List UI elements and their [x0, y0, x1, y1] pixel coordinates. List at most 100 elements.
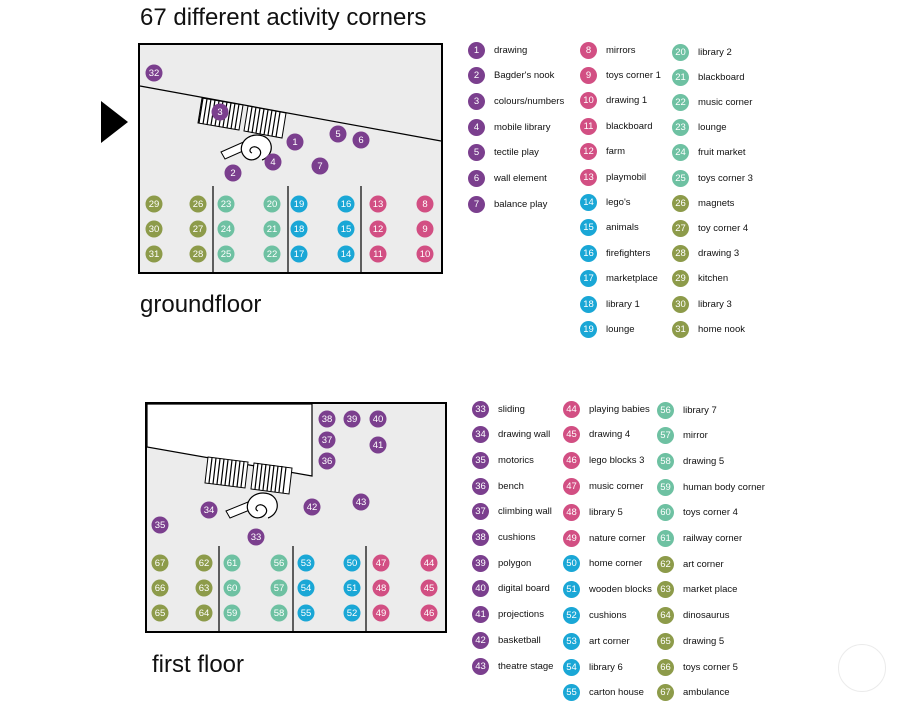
legend-label: nature corner [589, 532, 646, 544]
svg-text:60: 60 [227, 583, 238, 594]
corner-marker-13: 13 [369, 195, 387, 213]
svg-text:41: 41 [373, 440, 384, 451]
legend-number-badge: 63 [657, 581, 674, 599]
legend-number-badge: 19 [580, 320, 597, 338]
corner-marker-34: 34 [200, 501, 218, 519]
legend-number-badge: 2 [468, 67, 485, 85]
corner-marker-63: 63 [195, 579, 213, 597]
legend-label: playmobil [606, 171, 647, 183]
legend-number-badge: 40 [472, 580, 489, 598]
legend-number-badge: 44 [563, 400, 580, 418]
svg-text:26: 26 [193, 199, 204, 210]
corner-marker-26: 26 [189, 195, 207, 213]
svg-text:24: 24 [221, 224, 232, 235]
legend-number-badge: 55 [563, 684, 580, 702]
svg-text:12: 12 [373, 224, 384, 235]
legend-label: library 6 [589, 661, 623, 673]
corner-marker-51: 51 [343, 579, 361, 597]
svg-text:47: 47 [376, 558, 387, 569]
corner-marker-60: 60 [223, 579, 241, 597]
legend-number-badge: 65 [657, 632, 674, 650]
legend-number-badge: 15 [580, 219, 597, 237]
legend-number-badge: 25 [672, 169, 689, 187]
legend-number-badge: 43 [472, 657, 489, 675]
legend-number-badge: 59 [657, 478, 674, 496]
legend-label: art corner [683, 558, 724, 570]
legend-number-badge: 12 [580, 143, 597, 161]
svg-text:18: 18 [294, 224, 305, 235]
legend-label: motorics [498, 454, 534, 466]
corner-marker-7: 7 [311, 157, 329, 175]
legend-number-badge: 23 [672, 119, 689, 137]
svg-text:61: 61 [227, 558, 238, 569]
svg-text:66: 66 [155, 583, 166, 594]
legend-label: animals [606, 222, 639, 234]
legend-item-10: 10 drawing 1 [580, 91, 647, 111]
legend-number-badge: 14 [580, 193, 597, 211]
corner-marker-24: 24 [217, 220, 235, 238]
legend-number-badge: 17 [580, 270, 597, 288]
legend-number-badge: 21 [672, 68, 689, 86]
legend-label: climbing wall [498, 506, 552, 518]
legend-number-badge: 35 [472, 451, 489, 469]
svg-text:50: 50 [347, 558, 358, 569]
corner-marker-59: 59 [223, 604, 241, 622]
legend-item-7: 7 balance play [468, 194, 547, 214]
legend-number-badge: 39 [472, 554, 489, 572]
legend-label: projections [498, 609, 544, 621]
corner-marker-45: 45 [420, 579, 438, 597]
legend-label: farm [606, 146, 625, 158]
corner-marker-21: 21 [263, 220, 281, 238]
svg-text:45: 45 [424, 583, 435, 594]
svg-text:32: 32 [149, 68, 160, 79]
corner-marker-32: 32 [145, 64, 163, 82]
svg-text:44: 44 [424, 558, 435, 569]
svg-text:19: 19 [294, 199, 305, 210]
groundfloor-wall [139, 85, 442, 142]
legend-label: carton house [589, 687, 644, 699]
corner-marker-52: 52 [343, 604, 361, 622]
corner-marker-61: 61 [223, 554, 241, 572]
corner-marker-39: 39 [343, 410, 361, 428]
svg-text:4: 4 [270, 157, 275, 168]
corner-marker-8: 8 [416, 195, 434, 213]
svg-text:51: 51 [347, 583, 358, 594]
legend-label: drawing 1 [606, 95, 648, 107]
legend-number-badge: 7 [468, 195, 485, 213]
legend-label: drawing 3 [698, 248, 740, 260]
svg-text:35: 35 [155, 520, 166, 531]
corner-marker-4: 4 [264, 153, 282, 171]
legend-label: digital board [498, 583, 550, 595]
corner-marker-2: 2 [224, 164, 242, 182]
corner-marker-28: 28 [189, 245, 207, 263]
corner-marker-41: 41 [369, 436, 387, 454]
svg-text:11: 11 [373, 249, 383, 260]
first-floor-label: first floor [152, 651, 245, 678]
legend-label: drawing wall [498, 429, 551, 441]
svg-text:48: 48 [376, 583, 387, 594]
legend-label: wall element [494, 173, 547, 184]
corner-marker-27: 27 [189, 220, 207, 238]
legend-label: cushions [498, 532, 536, 543]
svg-text:13: 13 [373, 199, 384, 210]
legend-number-badge: 11 [580, 117, 597, 135]
legend-number-badge: 10 [580, 92, 597, 110]
legend-label: blackboard [606, 120, 653, 132]
legend-label: music corner [698, 96, 753, 108]
legend-label: balance play [494, 198, 548, 210]
